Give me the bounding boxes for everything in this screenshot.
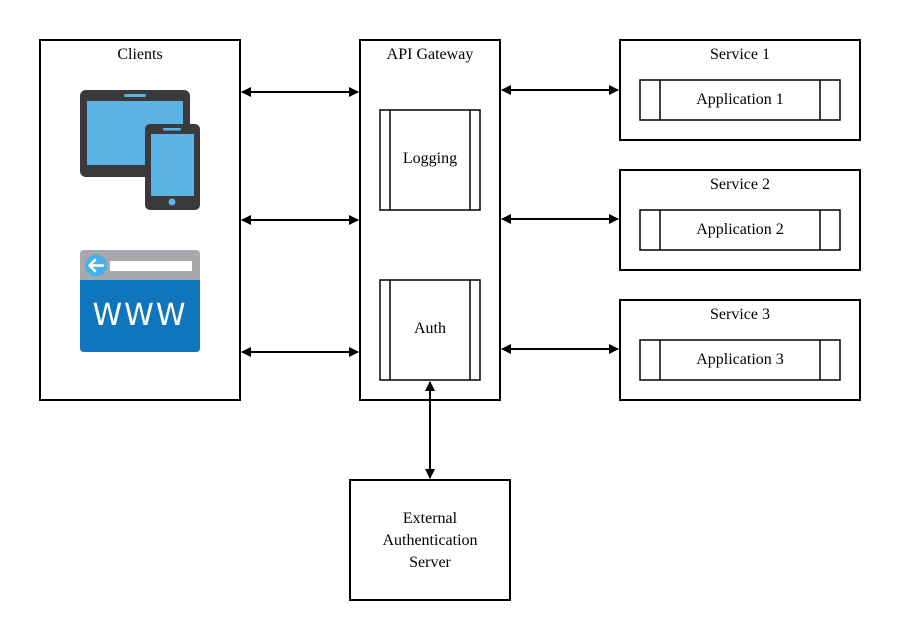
service-1-title: Service 1 <box>710 46 770 63</box>
logging-label: Logging <box>403 150 457 167</box>
application-2-label: Application 2 <box>696 221 784 238</box>
service-3-title: Service 3 <box>710 306 770 323</box>
auth-server-line-1: External <box>403 510 458 527</box>
service-2-box: Service 2 Application 2 <box>619 169 861 271</box>
auth-label: Auth <box>414 320 446 337</box>
application-2-process: Application 2 <box>639 209 841 251</box>
tablet-phone-icon <box>80 90 200 210</box>
application-3-process: Application 3 <box>639 339 841 381</box>
application-1-label: Application 1 <box>696 91 784 108</box>
auth-server-line-2: Authentication <box>382 532 477 549</box>
service-2-title: Service 2 <box>710 176 770 193</box>
application-1-process: Application 1 <box>639 79 841 121</box>
auth-server-line-3: Server <box>409 554 451 571</box>
service-3-box: Service 3 Application 3 <box>619 299 861 401</box>
clients-title: Clients <box>117 46 162 63</box>
api-gateway-title: API Gateway <box>387 46 474 63</box>
web-browser-icon: WWW <box>80 250 200 352</box>
logging-process: Logging <box>379 109 481 211</box>
api-gateway-box: API Gateway Logging Auth <box>359 39 501 401</box>
external-auth-server-box: External Authentication Server <box>349 479 511 601</box>
browser-www-label: WWW <box>93 298 188 333</box>
clients-box: Clients WWW <box>39 39 241 401</box>
connections <box>241 85 619 479</box>
service-1-box: Service 1 Application 1 <box>619 39 861 141</box>
auth-process: Auth <box>379 279 481 381</box>
application-3-label: Application 3 <box>696 351 784 368</box>
